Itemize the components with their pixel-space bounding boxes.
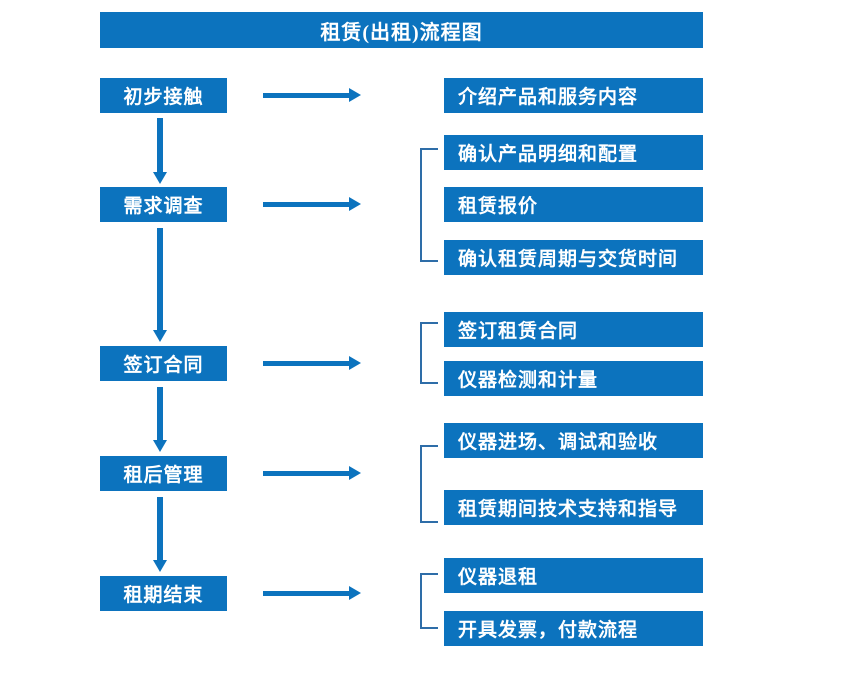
detail-node-2-3[interactable]: 确认租赁周期与交货时间 bbox=[444, 240, 703, 275]
arrow-down-1 bbox=[153, 118, 167, 184]
arrow-shaft bbox=[263, 471, 351, 476]
detail-node-5-2[interactable]: 开具发票，付款流程 bbox=[444, 611, 703, 646]
brace-group-5 bbox=[420, 573, 438, 629]
stage-node-2-label: 需求调查 bbox=[123, 196, 204, 217]
detail-node-4-1[interactable]: 仪器进场、调试和验收 bbox=[444, 423, 703, 458]
arrow-right-4 bbox=[263, 466, 363, 480]
stage-node-3[interactable]: 签订合同 bbox=[100, 346, 227, 381]
arrow-head bbox=[349, 197, 361, 211]
stage-node-4[interactable]: 租后管理 bbox=[100, 456, 227, 491]
detail-node-5-1-label: 仪器退租 bbox=[458, 567, 539, 588]
arrow-shaft bbox=[263, 93, 351, 98]
arrow-down-2 bbox=[153, 228, 167, 342]
detail-node-3-2[interactable]: 仪器检测和计量 bbox=[444, 361, 703, 396]
arrow-down-3 bbox=[153, 387, 167, 452]
arrow-head bbox=[349, 356, 361, 370]
detail-node-3-1[interactable]: 签订租赁合同 bbox=[444, 312, 703, 347]
arrow-head bbox=[349, 466, 361, 480]
detail-node-2-3-label: 确认租赁周期与交货时间 bbox=[458, 249, 679, 270]
arrow-down-4 bbox=[153, 497, 167, 572]
arrow-head bbox=[349, 88, 361, 102]
arrow-head bbox=[153, 330, 167, 342]
detail-node-5-2-label: 开具发票，付款流程 bbox=[458, 620, 639, 641]
detail-node-2-1[interactable]: 确认产品明细和配置 bbox=[444, 135, 703, 170]
detail-node-2-1-label: 确认产品明细和配置 bbox=[458, 144, 639, 165]
arrow-head bbox=[153, 440, 167, 452]
stage-node-3-label: 签订合同 bbox=[123, 355, 204, 376]
arrow-right-1 bbox=[263, 88, 363, 102]
detail-node-2-2-label: 租赁报价 bbox=[458, 196, 539, 217]
stage-node-5[interactable]: 租期结束 bbox=[100, 576, 227, 611]
brace-group-4 bbox=[420, 445, 438, 523]
detail-node-4-1-label: 仪器进场、调试和验收 bbox=[458, 432, 659, 453]
stage-node-1[interactable]: 初步接触 bbox=[100, 78, 227, 113]
detail-node-4-2[interactable]: 租赁期间技术支持和指导 bbox=[444, 490, 703, 525]
arrow-right-3 bbox=[263, 356, 363, 370]
stage-node-2[interactable]: 需求调查 bbox=[100, 187, 227, 222]
detail-node-1-1-label: 介绍产品和服务内容 bbox=[458, 87, 639, 108]
arrow-right-2 bbox=[263, 197, 363, 211]
detail-node-3-1-label: 签订租赁合同 bbox=[458, 321, 579, 342]
arrow-head bbox=[153, 560, 167, 572]
stage-node-1-label: 初步接触 bbox=[123, 87, 204, 108]
detail-node-1-1[interactable]: 介绍产品和服务内容 bbox=[444, 78, 703, 113]
brace-group-2 bbox=[420, 148, 438, 262]
arrow-shaft bbox=[263, 202, 351, 207]
stage-node-5-label: 租期结束 bbox=[123, 585, 204, 606]
detail-node-4-2-label: 租赁期间技术支持和指导 bbox=[458, 499, 679, 520]
arrow-shaft bbox=[157, 228, 163, 330]
arrow-right-5 bbox=[263, 586, 363, 600]
arrow-shaft bbox=[157, 387, 163, 440]
brace-group-3 bbox=[420, 322, 438, 384]
arrow-head bbox=[153, 172, 167, 184]
detail-node-5-1[interactable]: 仪器退租 bbox=[444, 558, 703, 593]
arrow-shaft bbox=[263, 361, 351, 366]
detail-node-2-2[interactable]: 租赁报价 bbox=[444, 187, 703, 222]
arrow-head bbox=[349, 586, 361, 600]
arrow-shaft bbox=[157, 118, 163, 172]
diagram-title: 租赁(出租)流程图 bbox=[100, 12, 703, 48]
stage-node-4-label: 租后管理 bbox=[123, 465, 204, 486]
arrow-shaft bbox=[157, 497, 163, 560]
arrow-shaft bbox=[263, 591, 351, 596]
detail-node-3-2-label: 仪器检测和计量 bbox=[458, 370, 599, 391]
